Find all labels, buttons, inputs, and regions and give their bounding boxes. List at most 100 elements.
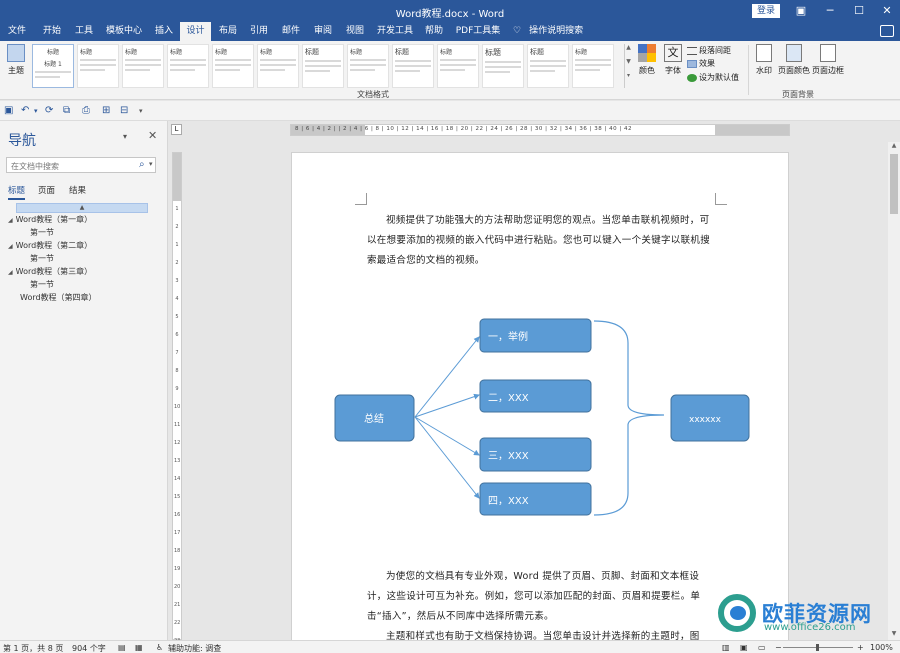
style-set-item[interactable]: 标题 标题 1	[32, 44, 74, 88]
tab-file[interactable]: 文件	[3, 22, 31, 41]
paragraph[interactable]: 主题和样式也有助于文档保持协调。当您单击设计并选择新的主题时，图	[386, 631, 700, 642]
gallery-more-icon[interactable]: ▾	[626, 72, 630, 79]
summary-box[interactable]	[334, 394, 415, 442]
zoom-slider-knob[interactable]	[816, 644, 819, 651]
tab-mailings[interactable]: 邮件	[281, 26, 300, 36]
ribbon-display-icon[interactable]: ▣	[795, 4, 807, 17]
style-set-item[interactable]: 标题	[212, 44, 254, 88]
nav-close-icon[interactable]: ✕	[148, 129, 158, 142]
heading-item[interactable]: 第一节	[30, 279, 54, 290]
gallery-scroll-down-icon[interactable]: ▼	[626, 58, 631, 65]
zoom-out-icon[interactable]: −	[775, 643, 782, 652]
collapse-all-icon[interactable]: ▲	[16, 203, 148, 213]
style-set-item[interactable]: 标题	[302, 44, 344, 88]
tab-pdf-tools[interactable]: PDF工具集	[455, 26, 501, 36]
style-set-item[interactable]: 标题	[482, 44, 524, 88]
effects-button[interactable]: 效果	[687, 58, 715, 69]
set-as-default-button[interactable]: 设为默认值	[687, 72, 739, 83]
touch-mode-icon[interactable]: ⊟	[120, 105, 129, 116]
accessibility-status[interactable]: 辅助功能: 调查	[168, 644, 222, 653]
accessibility-icon[interactable]: ♿	[156, 643, 164, 652]
web-layout-icon[interactable]: ▭	[758, 643, 766, 652]
tab-layout[interactable]: 布局	[218, 26, 237, 36]
tab-references[interactable]: 引用	[249, 26, 268, 36]
page-borders-button[interactable]: 页面边框	[812, 44, 844, 76]
redo-icon[interactable]: ⟳	[45, 105, 54, 116]
style-set-item[interactable]: 标题	[122, 44, 164, 88]
login-button[interactable]: 登录	[752, 4, 780, 18]
fonts-button[interactable]: 文 字体	[662, 44, 684, 88]
search-dropdown-icon[interactable]: ▾	[149, 160, 153, 168]
proofing-icon[interactable]: ▤	[118, 643, 126, 652]
tab-tools[interactable]: 工具	[74, 26, 93, 36]
undo-icon[interactable]: ↶	[21, 105, 30, 116]
heading-item[interactable]: ◢Word教程（第二章）	[8, 240, 92, 251]
read-mode-icon[interactable]: ▥	[722, 643, 730, 652]
page-count[interactable]: 第 1 页，共 8 页	[3, 644, 64, 653]
heading-item[interactable]: 第一节	[30, 253, 54, 264]
search-icon[interactable]: ⌕	[139, 159, 145, 170]
layout-icon[interactable]: ⧉	[63, 105, 71, 116]
format-painter-icon[interactable]: ⊞	[102, 105, 111, 116]
style-set-item[interactable]: 标题	[347, 44, 389, 88]
heading-item[interactable]: ◢Word教程（第三章）	[8, 266, 92, 277]
style-set-item[interactable]: 标题	[392, 44, 434, 88]
nav-tab-results[interactable]: 结果	[69, 186, 87, 196]
paragraph[interactable]: 为使您的文档具有专业外观，Word 提供了页眉、页脚、封面和文本框设计，这些设计…	[367, 571, 701, 622]
tab-developer[interactable]: 开发工具	[376, 26, 413, 36]
word-count[interactable]: 904 个字	[72, 644, 106, 653]
watermark-button[interactable]: 水印	[754, 44, 774, 76]
save-icon[interactable]: ▣	[4, 105, 14, 116]
horizontal-ruler[interactable]: 8 | 6 | 4 | 2 | | 2 | 4 | 6 | 8 | 10 | 1…	[290, 124, 790, 136]
collapse-triangle-icon[interactable]: ◢	[8, 243, 13, 250]
scroll-up-icon[interactable]: ▲	[891, 142, 897, 149]
tab-template-center[interactable]: 模板中心	[105, 26, 142, 36]
comments-icon[interactable]	[880, 25, 894, 37]
undo-dropdown-icon[interactable]: ▾	[34, 107, 38, 115]
style-set-item[interactable]: 标题	[77, 44, 119, 88]
paragraph[interactable]: 视频提供了功能强大的方法帮助您证明您的观点。当您单击联机视频时，可以在想要添加的…	[367, 215, 711, 266]
zoom-level[interactable]: 100%	[870, 643, 893, 652]
gallery-scroll[interactable]: ▲ ▼ ▾	[624, 44, 632, 88]
heading-item[interactable]: 第一节	[30, 227, 54, 238]
scroll-down-icon[interactable]: ▼	[891, 630, 897, 637]
nav-tab-pages[interactable]: 页面	[38, 186, 56, 196]
item-box[interactable]	[479, 482, 592, 516]
tab-review[interactable]: 审阅	[313, 26, 332, 36]
tab-design[interactable]: 设计	[180, 22, 211, 41]
result-box[interactable]	[670, 394, 750, 442]
tab-help[interactable]: 帮助	[424, 26, 443, 36]
close-icon[interactable]: ✕	[882, 4, 892, 17]
page-color-button[interactable]: 页面颜色	[778, 44, 810, 76]
nav-options-icon[interactable]: ▾	[123, 132, 128, 141]
print-preview-icon[interactable]: ⎙	[82, 105, 90, 116]
tab-view[interactable]: 视图	[345, 26, 364, 36]
nav-search-input[interactable]: 在文档中搜索 ⌕ ▾	[6, 157, 156, 173]
tab-insert[interactable]: 插入	[154, 26, 173, 36]
item-box[interactable]	[479, 437, 592, 472]
gallery-scroll-up-icon[interactable]: ▲	[626, 44, 631, 51]
tab-selector[interactable]: L	[171, 124, 182, 135]
macro-record-icon[interactable]: ▦	[135, 643, 143, 652]
customize-qat-icon[interactable]: ▾	[139, 107, 143, 115]
style-set-item[interactable]: 标题	[572, 44, 614, 88]
zoom-in-icon[interactable]: +	[857, 643, 864, 652]
paragraph-spacing-button[interactable]: 段落间距	[687, 45, 731, 56]
print-layout-icon[interactable]: ▣	[740, 643, 748, 652]
collapse-triangle-icon[interactable]: ◢	[8, 269, 13, 276]
style-set-item[interactable]: 标题	[257, 44, 299, 88]
tab-home[interactable]: 开始	[42, 26, 61, 36]
vertical-ruler[interactable]: 1212345678910111213141516171819202122232…	[172, 152, 182, 644]
colors-button[interactable]: 颜色	[636, 44, 658, 88]
style-set-item[interactable]: 标题	[167, 44, 209, 88]
tell-me-search[interactable]: ♡操作说明搜索	[513, 22, 583, 41]
style-set-item[interactable]: 标题	[437, 44, 479, 88]
nav-tab-headings[interactable]: 标题	[8, 184, 26, 200]
collapse-triangle-icon[interactable]: ◢	[8, 217, 13, 224]
document-page[interactable]: 视频提供了功能强大的方法帮助您证明您的观点。当您单击联机视频时，可以在想要添加的…	[291, 152, 789, 642]
heading-item[interactable]: Word教程（第四章）	[20, 292, 97, 303]
maximize-icon[interactable]: ☐	[854, 4, 864, 17]
vertical-scrollbar[interactable]: ▲ ▼	[888, 142, 900, 640]
themes-button[interactable]: 主题	[4, 44, 28, 88]
item-box[interactable]	[479, 379, 592, 413]
